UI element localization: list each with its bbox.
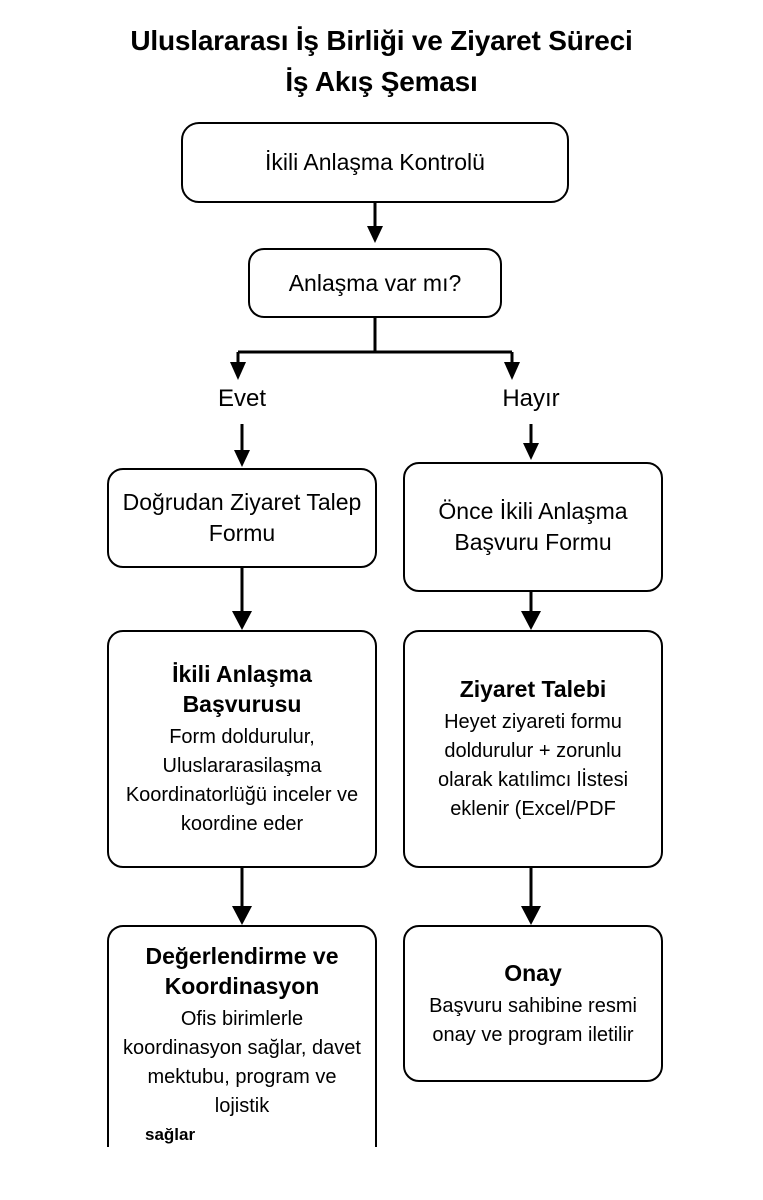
node-approval-heading: Onay: [504, 959, 562, 986]
connector-decision-split: [230, 318, 520, 380]
node-bilateral-agreement-form-heading: Önce İkili Anlaşma Başvuru Formu: [438, 498, 628, 555]
connector-no-to-form: [523, 424, 539, 460]
page-title-line-2: İş Akış Şeması: [285, 66, 478, 97]
node-direct-visit-form[interactable]: Doğrudan Ziyaret Talep Formu: [107, 468, 377, 568]
page-title: Uluslararası İş Birliği ve Ziyaret Sürec…: [0, 20, 763, 102]
node-bilateral-agreement-form[interactable]: Önce İkili Anlaşma Başvuru Formu: [403, 462, 663, 592]
connector-yes-to-form: [234, 424, 250, 467]
node-evaluation-coordination[interactable]: Değerlendirme ve Koordinasyon Ofis birim…: [107, 925, 377, 1147]
branch-label-no: Hayır: [502, 385, 560, 412]
node-start-heading: İkili Anlaşma Kontrolü: [265, 149, 485, 175]
node-approval[interactable]: Onay Başvuru sahibine resmi onay ve prog…: [403, 925, 663, 1082]
node-visit-request[interactable]: Ziyaret Talebi Heyet ziyareti formu dold…: [403, 630, 663, 868]
node-start[interactable]: İkili Anlaşma Kontrolü: [181, 122, 569, 203]
node-decision[interactable]: Anlaşma var mı?: [248, 248, 502, 318]
node-evaluation-coordination-body: Ofis birimlerle koordinasyon sağlar, dav…: [123, 1008, 361, 1117]
node-direct-visit-form-heading: Doğrudan Ziyaret Talep Formu: [122, 489, 362, 546]
connector-application-to-evaluation: [232, 868, 252, 925]
connector-rightform-to-visit: [521, 592, 541, 630]
node-approval-body: Başvuru sahibine resmi onay ve program i…: [429, 994, 637, 1046]
node-evaluation-coordination-tail: sağlar: [145, 1125, 196, 1144]
node-evaluation-coordination-heading: Değerlendirme ve Koordinasyon: [145, 943, 339, 999]
page-title-line-1: Uluslararası İş Birliği ve Ziyaret Sürec…: [130, 25, 633, 56]
node-decision-heading: Anlaşma var mı?: [288, 269, 462, 296]
branch-label-yes: Evet: [217, 385, 267, 412]
node-visit-request-heading: Ziyaret Talebi: [459, 676, 607, 702]
node-visit-request-body: Heyet ziyareti formu doldurulur + zorunl…: [437, 711, 629, 820]
node-bilateral-application[interactable]: İkili Anlaşma Başvurusu Form doldurulur,…: [107, 630, 377, 868]
connector-leftform-to-application: [232, 568, 252, 630]
connector-start-to-decision: [367, 202, 383, 243]
connector-visit-to-approval: [521, 868, 541, 925]
node-bilateral-application-body: Form doldurulur, Uluslararasilaşma Koord…: [125, 726, 359, 835]
node-bilateral-application-heading: İkili Anlaşma Başvurusu: [172, 661, 312, 717]
